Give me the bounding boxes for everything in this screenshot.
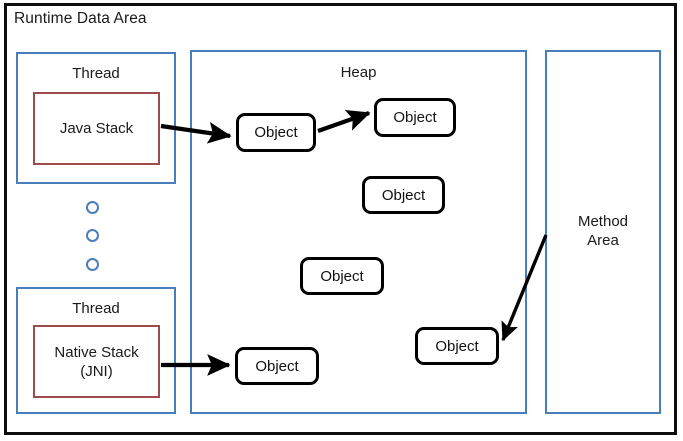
native-stack-box: Native Stack (JNI) (33, 325, 160, 398)
heap-caption: Heap (340, 64, 377, 81)
object-node-1: Object (236, 113, 316, 152)
thread-caption-bottom: Thread (72, 300, 120, 317)
ellipsis-circle-3 (86, 258, 99, 271)
ellipsis-circle-1 (86, 201, 99, 214)
object-node-4: Object (300, 257, 384, 295)
native-stack-sublabel: (JNI) (80, 362, 113, 380)
method-area-label-line1: Method (577, 213, 629, 230)
object-node-5: Object (415, 327, 499, 365)
method-area-label-line2: Area (587, 232, 619, 249)
java-stack-label: Java Stack (59, 120, 134, 137)
object-node-2: Object (374, 98, 456, 137)
thread-caption-top: Thread (72, 65, 120, 82)
object-node-6: Object (235, 347, 319, 385)
method-area-label-group: Method Area (547, 212, 659, 250)
page-title: Runtime Data Area (14, 10, 147, 27)
object-node-3: Object (362, 176, 445, 214)
native-stack-label-group: Native Stack (JNI) (54, 343, 138, 381)
native-stack-label: Native Stack (54, 343, 139, 361)
method-area-box: Method Area (545, 50, 661, 414)
java-stack-box: Java Stack (33, 92, 160, 165)
ellipsis-circle-2 (86, 229, 99, 242)
